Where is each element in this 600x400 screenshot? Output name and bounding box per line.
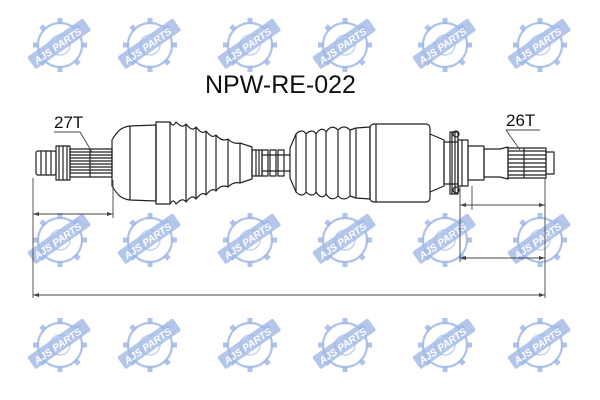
ajs-logo-watermark: AJS PARTS [412, 213, 476, 267]
ajs-logo-watermark: AJS PARTS [27, 213, 91, 267]
shaft-neck [251, 149, 263, 177]
ajs-logo-watermark: AJS PARTS [507, 213, 571, 267]
inner-boot [289, 126, 371, 200]
right-spline-stub [467, 145, 555, 181]
outer-boot [155, 121, 253, 205]
ajs-logo-watermark: AJS PARTS [27, 318, 91, 372]
ajs-logo-watermark: AJS PARTS [312, 318, 376, 372]
ajs-logo-watermark: AJS PARTS [312, 213, 376, 267]
right-spline-count-label: 26T [506, 111, 535, 130]
main-shaft [261, 149, 290, 177]
part-number-title: NPW-RE-022 [205, 71, 356, 99]
ajs-logo-watermark: AJS PARTS [217, 18, 281, 72]
ajs-logo-watermark: AJS PARTS [412, 318, 476, 372]
left-spline-count-label: 27T [54, 113, 83, 132]
ajs-logo-watermark: AJS PARTS [27, 18, 91, 72]
ajs-logo-watermark: AJS PARTS [312, 18, 376, 72]
ajs-logo-watermark: AJS PARTS [217, 318, 281, 372]
right-flange [443, 130, 469, 195]
ajs-logo-watermark: AJS PARTS [217, 213, 281, 267]
ajs-logo-watermark: AJS PARTS [117, 213, 181, 267]
outer-cv-joint [111, 124, 157, 202]
ajs-logo-watermark: AJS PARTS [117, 318, 181, 372]
ajs-logo-watermark: AJS PARTS [507, 18, 571, 72]
inner-cv-joint [369, 123, 445, 203]
dimension-lines [32, 129, 546, 298]
ajs-logo-watermark: AJS PARTS [507, 318, 571, 372]
drive-shaft [35, 121, 555, 205]
ajs-logo-watermark: AJS PARTS [117, 18, 181, 72]
ajs-logo-watermark: AJS PARTS [412, 18, 476, 72]
ajs-parts-watermark: AJS PARTS AJS PARTS AJS PARTS AJS PARTS AJS … [27, 18, 571, 372]
left-spline-stub [35, 145, 113, 181]
